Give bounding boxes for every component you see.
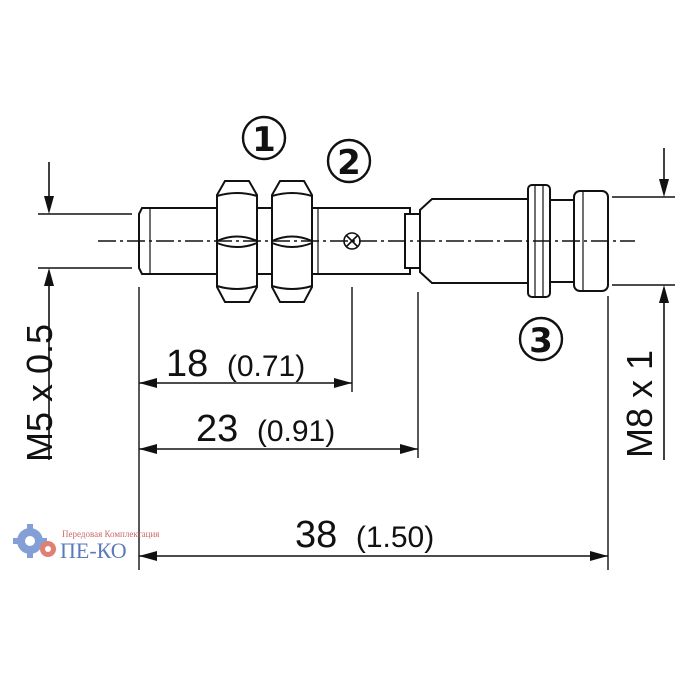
dim-18-arrow-right	[334, 378, 352, 388]
extension-lines	[138, 287, 609, 570]
hex-nut-right	[271, 180, 313, 303]
dim-18-value: 18	[166, 343, 208, 385]
dim-18-inch: (0.71)	[227, 350, 305, 383]
dim-38-arrow-right	[590, 551, 608, 561]
dim-23-value: 23	[196, 408, 238, 450]
left-thread-dimension	[38, 162, 132, 460]
thread-label-m8: M8 x 1	[619, 350, 660, 458]
svg-text:38 (1.50): 38 (1.50)	[295, 514, 434, 556]
left-thread-arrow-bottom	[44, 268, 54, 286]
thread-label-m5: M5 x 0.5	[19, 324, 60, 462]
callout-1-number: 1	[252, 120, 276, 160]
left-thread-arrow-top	[44, 196, 54, 214]
svg-text:23 (0.91): 23 (0.91)	[196, 408, 335, 450]
dim-38-value: 38	[295, 514, 337, 556]
right-thread-dimension	[612, 148, 675, 460]
dim-23-arrow-right	[400, 444, 418, 454]
callout-3-number: 3	[529, 321, 553, 361]
watermark-brand: ПЕ-КО	[60, 538, 127, 563]
callout-3: 3	[518, 316, 564, 362]
dim-38-inch: (1.50)	[356, 521, 434, 554]
callout-2: 2	[326, 138, 372, 184]
dim-18-arrow-left	[139, 378, 157, 388]
svg-text:18 (0.71): 18 (0.71)	[166, 343, 305, 385]
watermark-logo: Передовая Комплектация ПЕ-КО	[13, 524, 159, 563]
gear-icon	[13, 524, 56, 558]
dim-23-inch: (0.91)	[257, 415, 335, 448]
dim-38-arrow-left	[139, 551, 157, 561]
dim-23-arrow-left	[139, 444, 157, 454]
watermark-tagline: Передовая Комплектация	[62, 529, 159, 539]
callout-2-number: 2	[337, 143, 361, 183]
callout-1: 1	[241, 115, 287, 161]
right-thread-arrow-top	[659, 179, 669, 197]
right-thread-arrow-bottom	[659, 285, 669, 303]
